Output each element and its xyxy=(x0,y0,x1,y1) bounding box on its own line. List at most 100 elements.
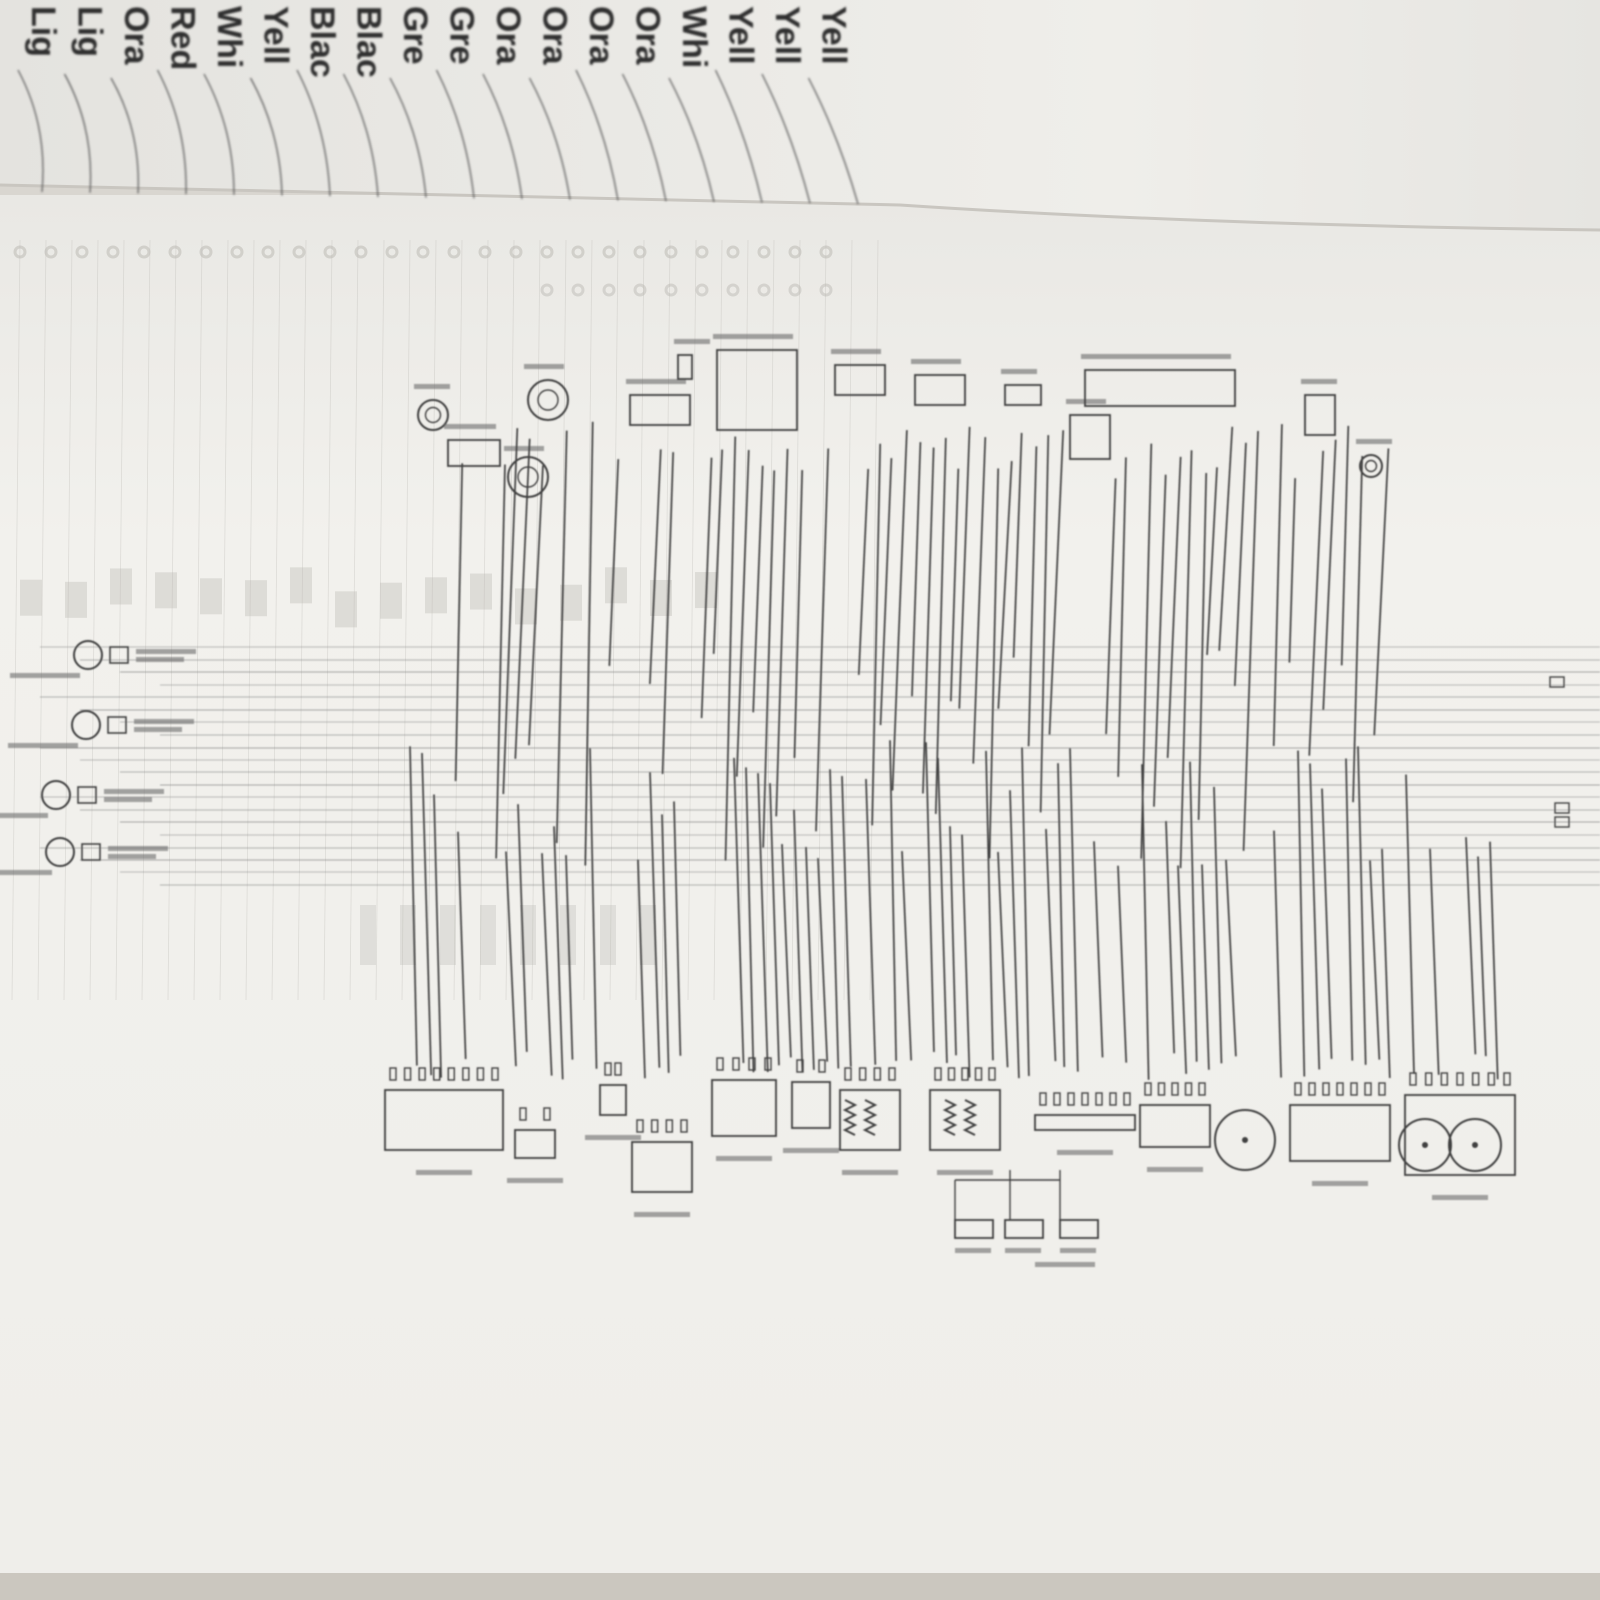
ghost-mark xyxy=(168,245,182,259)
legend-word: Whi xyxy=(675,6,713,68)
component-pins xyxy=(716,1057,772,1071)
legend-entry: Yell xyxy=(249,6,295,196)
wire xyxy=(1177,865,1188,1074)
wire xyxy=(1308,450,1325,756)
ghost-mark xyxy=(788,245,802,259)
wire xyxy=(661,452,675,775)
wire xyxy=(565,855,574,1060)
label-smudge xyxy=(108,854,156,859)
ghost-line xyxy=(583,239,593,1001)
wire xyxy=(829,769,840,1069)
page-fold-shadow xyxy=(0,183,1600,232)
wire xyxy=(752,465,764,713)
wire xyxy=(1429,848,1440,1075)
wire xyxy=(1340,425,1350,666)
label-smudge xyxy=(1356,439,1392,444)
gauge xyxy=(1398,1118,1452,1172)
wiring-diagram xyxy=(0,334,1600,1267)
ghost-mark xyxy=(416,245,430,259)
coil xyxy=(862,1099,878,1136)
lower-component xyxy=(791,1081,831,1129)
legend-entry: Gre xyxy=(389,6,434,198)
wire xyxy=(857,468,870,675)
component-pins xyxy=(604,1062,622,1076)
ghost-mark xyxy=(385,245,399,259)
ghost-mark xyxy=(605,567,627,604)
label-smudge xyxy=(955,1248,991,1253)
wire xyxy=(1166,456,1182,759)
wire xyxy=(1309,763,1321,1070)
wire xyxy=(793,470,804,758)
wire xyxy=(553,826,564,1080)
legend-leader-line xyxy=(575,69,619,201)
upper-component xyxy=(1004,384,1042,406)
label-smudge xyxy=(626,379,686,384)
component-pins xyxy=(636,1119,688,1133)
coil xyxy=(942,1099,958,1136)
ghost-mark xyxy=(44,245,58,259)
wire xyxy=(891,430,908,791)
ghost-mark xyxy=(540,245,554,259)
legend-leader-line xyxy=(17,69,44,193)
ghost-line xyxy=(869,239,879,1001)
edge-connector xyxy=(1549,676,1565,688)
ghost-mark xyxy=(640,905,656,965)
wire xyxy=(985,750,994,1061)
legend-entry: Ora xyxy=(528,6,574,200)
ghost-mark xyxy=(509,245,523,259)
ghost-line xyxy=(375,239,385,1001)
component-pins xyxy=(844,1067,896,1081)
legend-leader-line xyxy=(389,77,427,198)
legend-word: Lig xyxy=(24,6,62,57)
curled-page xyxy=(0,0,1600,230)
edge-connector xyxy=(1554,816,1570,828)
ghost-mark xyxy=(137,245,151,259)
ghost-mark xyxy=(600,905,616,965)
wire xyxy=(1039,435,1050,813)
label-smudge xyxy=(504,446,544,451)
legend-word: Whi xyxy=(210,6,248,68)
gauge xyxy=(1214,1109,1276,1171)
wire xyxy=(815,448,830,832)
ghost-line xyxy=(479,239,489,1001)
ghost-mark xyxy=(650,579,672,616)
wire xyxy=(649,772,661,1068)
label-smudge xyxy=(1301,379,1337,384)
wire xyxy=(841,776,852,1067)
ghost-mark xyxy=(230,245,244,259)
legend-entry: Whi xyxy=(668,6,715,202)
wire xyxy=(637,859,646,1079)
wire xyxy=(1117,457,1127,777)
legend-leader-line xyxy=(621,73,667,202)
wire xyxy=(972,437,987,764)
wire xyxy=(1321,788,1333,1059)
label-smudge xyxy=(713,334,793,339)
wire xyxy=(1242,430,1259,851)
legend-word: Yell xyxy=(768,6,806,65)
label-smudge xyxy=(937,1170,993,1175)
label-smudge xyxy=(1147,1167,1203,1172)
ghost-mark xyxy=(695,283,709,297)
wire xyxy=(608,459,620,666)
legend-entry: Whi xyxy=(203,6,248,195)
wire xyxy=(517,804,528,1052)
wire xyxy=(1218,426,1234,651)
wire xyxy=(541,853,553,1076)
ghost-line xyxy=(635,239,645,1001)
wire xyxy=(1141,764,1150,1080)
component-pins xyxy=(934,1067,996,1081)
legend-leader-line xyxy=(714,69,763,203)
wire xyxy=(1021,747,1030,1076)
wire xyxy=(555,430,568,844)
ghost-line xyxy=(219,239,229,1001)
wire xyxy=(762,470,776,848)
wire xyxy=(700,457,713,719)
legend-leader-line xyxy=(203,73,235,195)
wire xyxy=(1206,467,1218,655)
harness-connector xyxy=(71,710,127,740)
wire xyxy=(661,814,670,1073)
wire xyxy=(950,468,960,702)
ghost-mark xyxy=(75,245,89,259)
lower-component xyxy=(711,1079,777,1137)
label-smudge xyxy=(1432,1195,1488,1200)
